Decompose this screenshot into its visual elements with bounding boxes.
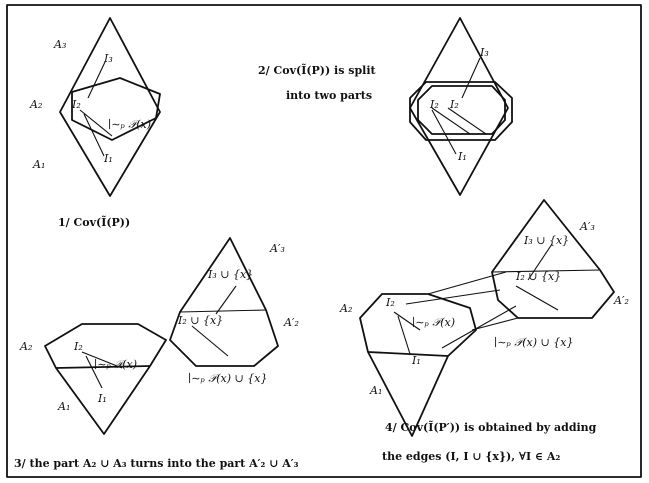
- label-A2-panel4: A₂: [339, 302, 352, 315]
- panel4-I2-edge: [393, 311, 421, 331]
- label-I3x-panel4: I₃ ∪ {x}: [523, 234, 569, 247]
- panel-1: A₃ A₂ A₁ I₃ I₂ I₁ ∣∼ₚ 𝒫(x) 1/ Cov(Ĩ(P)): [29, 17, 161, 229]
- panel1-I3-edge: [87, 61, 106, 99]
- panel2-octagon-inner: [417, 85, 506, 135]
- label-A2p-panel3: A′₂: [283, 316, 299, 329]
- label-Px-panel3: ∣∼ₚ 𝒫(x): [94, 358, 137, 371]
- label-I2-panel2-b: I₂: [449, 98, 459, 111]
- panel4-lower-shape: [359, 293, 477, 437]
- panel1-diamond: [59, 17, 161, 197]
- label-I1-panel3: I₁: [97, 392, 107, 405]
- panel4-I1-edge: [397, 315, 411, 355]
- label-I3x-panel3: I₃ ∪ {x}: [207, 268, 253, 281]
- label-I3-panel2: I₃: [479, 46, 489, 59]
- figure-frame: [6, 4, 642, 478]
- panel4-I3x-edge: [527, 243, 553, 281]
- panel2-I1-edge: [431, 109, 457, 155]
- label-I3: I₃: [103, 52, 113, 65]
- caption-2-line1: 2/ Cov(Ĩ(P)) is split: [258, 63, 376, 77]
- panel2-diamond: [409, 17, 509, 196]
- label-I2-panel3: I₂: [73, 340, 83, 353]
- panel4-upper-shape: [491, 199, 615, 319]
- label-A2p-panel4: A′₂: [613, 294, 629, 307]
- panel1-I2-edge: [79, 109, 113, 137]
- label-Pxx-panel3: ∣∼ₚ 𝒫(x) ∪ {x}: [188, 372, 267, 385]
- label-Pxx-panel4: ∣∼ₚ 𝒫(x) ∪ {x}: [494, 336, 573, 349]
- label-I1-panel2: I₁: [457, 150, 467, 163]
- panel2-octagon-outer: [409, 81, 513, 141]
- label-A3p-panel4: A′₃: [579, 220, 595, 233]
- panel3-I2x-edge: [191, 325, 229, 357]
- panel-4: A₂ A₁ I₂ I₁ ∣∼ₚ 𝒫(x) A′₃ A′₂ I₃ ∪ {x} I₂…: [339, 199, 629, 463]
- caption-4-line1: 4/ Cov(Ĩ(P′)) is obtained by adding: [385, 420, 597, 434]
- label-A3: A₃: [53, 38, 66, 51]
- panel3-upper-shape: [169, 237, 279, 367]
- panel-2: I₃ I₂ I₂ I₁ 2/ Cov(Ĩ(P)) is split into t…: [258, 17, 513, 196]
- label-A2: A₂: [29, 98, 42, 111]
- panel3-I1-edge: [85, 355, 103, 389]
- label-A3p-panel3: A′₃: [269, 242, 285, 255]
- panel1-I1-edge: [83, 113, 105, 157]
- panel2-I2-edge-a: [431, 107, 471, 135]
- panel3-lower-shape: [44, 323, 167, 435]
- panel3-I2-edge: [81, 351, 123, 369]
- panel-3: A₂ A₁ I₂ I₁ ∣∼ₚ 𝒫(x) A′₃ A′₂ I₃ ∪ {x} I₂…: [14, 237, 299, 470]
- caption-3: 3/ the part A₂ ∪ A₃ turns into the part …: [14, 457, 299, 470]
- panel4-connect-edge-2: [427, 271, 507, 295]
- panel1-hexagon: [71, 77, 161, 141]
- panel3-hexagon-top: [179, 309, 267, 313]
- caption-4-line2: the edges (I, I ∪ {x}), ∀I ∈ A₂: [382, 450, 560, 463]
- caption-1: 1/ Cov(Ĩ(P)): [58, 215, 130, 229]
- label-Px-panel4: ∣∼ₚ 𝒫(x): [412, 316, 455, 329]
- label-I2x-panel3: I₂ ∪ {x}: [177, 314, 223, 327]
- panel4-hexagon-base: [367, 351, 449, 357]
- label-I1-panel4: I₁: [411, 354, 421, 367]
- label-I2x-panel4: I₂ ∪ {x}: [515, 270, 561, 283]
- panel4-connect-edge-3: [471, 317, 519, 331]
- panel4-hexagon-top: [491, 269, 601, 273]
- label-A1: A₁: [32, 158, 45, 171]
- panel3-I3x-edge: [215, 285, 237, 315]
- label-I2: I₂: [71, 98, 81, 111]
- label-I2-panel2-a: I₂: [429, 98, 439, 111]
- panel2-I3-edge: [461, 57, 481, 99]
- label-A1-panel4: A₁: [369, 384, 382, 397]
- label-I1: I₁: [103, 152, 113, 165]
- panel2-I2-edge-b: [447, 107, 487, 135]
- label-I2-panel4: I₂: [385, 296, 395, 309]
- panel4-connect-edge-4: [441, 305, 517, 349]
- label-A1-panel3: A₁: [57, 400, 70, 413]
- panel4-I2x-edge: [515, 285, 559, 311]
- caption-2-line2: into two parts: [286, 89, 372, 102]
- panel4-connect-edge-1: [405, 289, 501, 305]
- label-Px: ∣∼ₚ 𝒫(x): [108, 118, 151, 131]
- label-A2-panel3: A₂: [19, 340, 32, 353]
- panel3-hexagon-base: [55, 365, 151, 369]
